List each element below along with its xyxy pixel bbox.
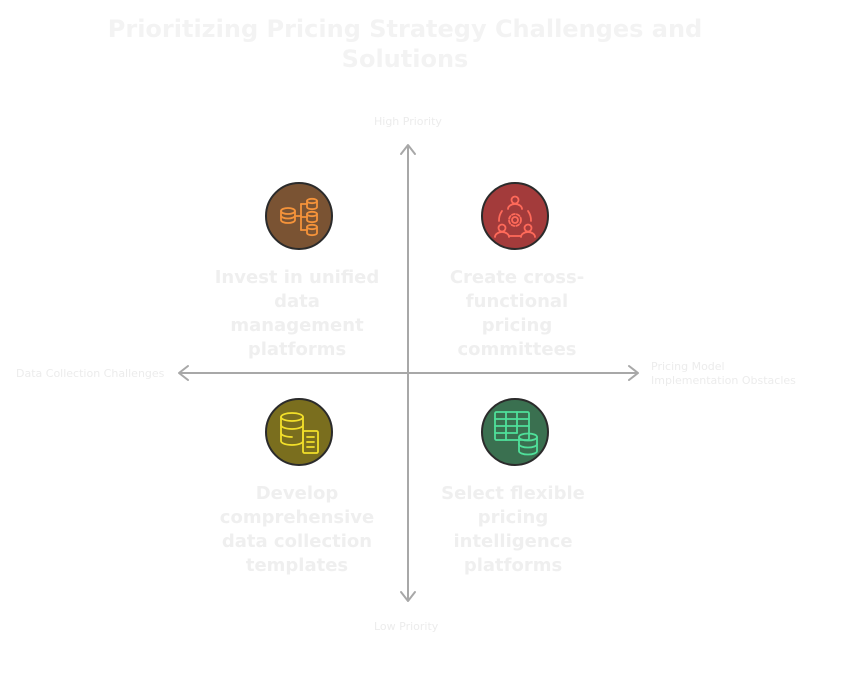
table-database-icon bbox=[481, 398, 549, 466]
axis-label-right: Pricing Model Implementation Obstacles bbox=[651, 360, 796, 387]
database-document-icon bbox=[265, 398, 333, 466]
arrow-left bbox=[178, 365, 189, 381]
arrow-down bbox=[400, 591, 416, 602]
axis-label-top: High Priority bbox=[374, 115, 442, 128]
database-network-icon bbox=[265, 182, 333, 250]
quadrant-bottom-right-text: Select flexible pricing intelligence pla… bbox=[441, 483, 585, 576]
axis-label-left: Data Collection Challenges bbox=[16, 367, 165, 380]
axis-label-bottom: Low Priority bbox=[374, 620, 439, 633]
arrow-up bbox=[400, 144, 416, 155]
quadrant-top-right-text: Create cross-functional pricing committe… bbox=[449, 267, 585, 360]
team-gear-icon bbox=[481, 182, 549, 250]
quadrant-top-left-text: Invest in unified data management platfo… bbox=[214, 267, 380, 360]
arrow-right bbox=[628, 365, 639, 381]
diagram-title: Prioritizing Pricing Strategy Challenges… bbox=[107, 15, 703, 73]
quadrant-bottom-left-text: Develop comprehensive data collection te… bbox=[219, 483, 375, 576]
